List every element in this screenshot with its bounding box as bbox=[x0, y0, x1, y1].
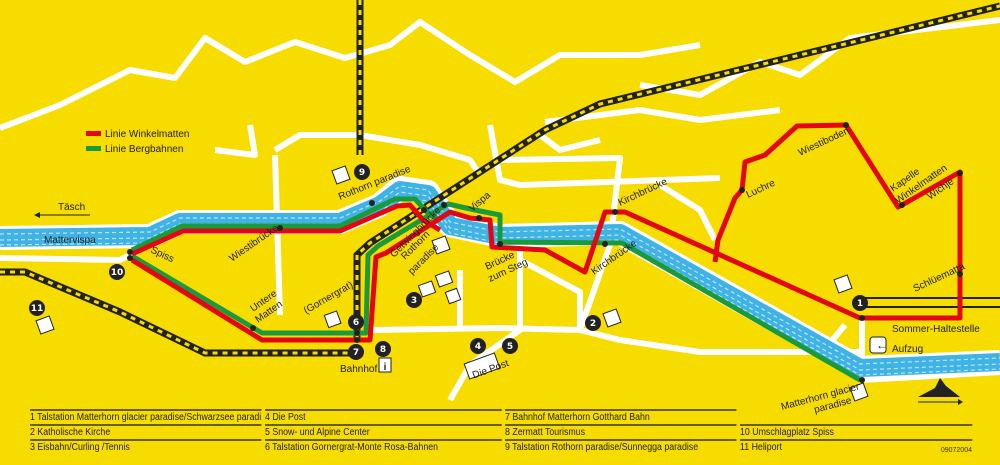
svg-text:Spiss: Spiss bbox=[149, 245, 176, 265]
map-code: 09072004 bbox=[940, 447, 972, 454]
elevator-arrow-icon bbox=[869, 336, 887, 354]
svg-text:Linie Winkelmatten: Linie Winkelmatten bbox=[105, 129, 189, 140]
funicular-icon bbox=[331, 165, 351, 185]
numbered-markers[interactable]: 1 2 3 4 5 6 7 8 9 10 11 bbox=[29, 164, 868, 360]
svg-text:9: 9 bbox=[359, 168, 365, 178]
svg-text:Linie Bergbahnen: Linie Bergbahnen bbox=[105, 144, 183, 155]
arrow-left-icon: ← bbox=[876, 338, 888, 352]
line-bergbahnen bbox=[130, 196, 862, 383]
svg-text:Sommer-Haltestelle: Sommer-Haltestelle bbox=[892, 324, 980, 335]
marker-3[interactable]: 3 bbox=[406, 292, 422, 308]
marker-6[interactable]: 6 bbox=[348, 314, 364, 330]
info-symbol: i bbox=[384, 362, 387, 373]
legend-item: 9 Talstation Rothorn paradise/Sunnegga p… bbox=[505, 439, 737, 454]
marker-11[interactable]: 11 bbox=[29, 300, 45, 316]
marker-10[interactable]: 10 bbox=[109, 264, 125, 280]
bus-stops bbox=[127, 122, 963, 383]
funicular-icon bbox=[431, 235, 451, 255]
marker-7[interactable]: 7 bbox=[348, 344, 364, 360]
marker-5[interactable]: 5 bbox=[502, 338, 518, 354]
church-icon bbox=[602, 308, 622, 328]
helicopter-icon bbox=[35, 315, 55, 335]
svg-text:5: 5 bbox=[507, 342, 513, 352]
post-icon bbox=[463, 352, 501, 380]
svg-text:7: 7 bbox=[353, 348, 359, 358]
marker-1[interactable]: 1 bbox=[852, 295, 868, 311]
legend-item: 1 Talstation Matterhorn glacier paradise… bbox=[30, 409, 262, 424]
funicular-icon bbox=[323, 310, 342, 329]
svg-text:Täsch: Täsch bbox=[58, 202, 85, 213]
svg-text:6: 6 bbox=[353, 318, 359, 328]
legend-item: 6 Talstation Gornergrat-Monte Rosa-Bahne… bbox=[265, 439, 502, 454]
tennis-icon bbox=[444, 287, 462, 305]
marker-4[interactable]: 4 bbox=[470, 338, 486, 354]
legend-item: 5 Snow- und Alpine Center bbox=[265, 424, 502, 439]
svg-text:Mattervispa: Mattervispa bbox=[44, 235, 96, 246]
marker-2[interactable]: 2 bbox=[585, 315, 601, 331]
cable-car-icon bbox=[849, 382, 869, 402]
legend-item: 11 Heliport bbox=[740, 439, 973, 454]
svg-text:Bahnhof: Bahnhof bbox=[340, 364, 377, 375]
skating-icon bbox=[417, 280, 437, 298]
legend-item: 7 Bahnhof Matterhorn Gotthard Bahn bbox=[505, 409, 737, 424]
svg-text:Aufzug: Aufzug bbox=[892, 344, 923, 355]
curling-icon bbox=[434, 270, 454, 288]
legend-item: 10 Umschlagplatz Spiss bbox=[740, 424, 973, 439]
legend-item: 4 Die Post bbox=[265, 409, 502, 424]
cable-car-icon bbox=[833, 274, 853, 294]
line-winkelmatten bbox=[130, 122, 963, 343]
poi-legend-table: 1 Talstation Matterhorn glacier paradise… bbox=[30, 409, 976, 454]
svg-text:10: 10 bbox=[111, 268, 124, 278]
svg-text:8: 8 bbox=[380, 345, 386, 355]
svg-text:Luchre: Luchre bbox=[745, 178, 778, 201]
legend-item bbox=[740, 409, 973, 422]
legend-item: 8 Zermatt Tourismus bbox=[505, 424, 737, 439]
legend-item: 2 Katholische Kirche bbox=[30, 424, 262, 439]
svg-text:(Gornergrat): (Gornergrat) bbox=[302, 280, 355, 317]
svg-text:2: 2 bbox=[590, 319, 596, 329]
marker-9[interactable]: 9 bbox=[354, 164, 370, 180]
poi-icons bbox=[35, 165, 887, 402]
map-legend: Linie Winkelmatten Linie Bergbahnen bbox=[86, 129, 189, 155]
svg-text:Wiestiboden: Wiestiboden bbox=[797, 125, 852, 158]
svg-text:4: 4 bbox=[475, 342, 481, 352]
svg-text:3: 3 bbox=[411, 296, 417, 306]
svg-text:11: 11 bbox=[31, 304, 44, 314]
railways bbox=[0, 0, 1000, 357]
map-labels: Täsch Mattervispa Spiss Wiestibrücke Unt… bbox=[44, 125, 980, 415]
svg-text:1: 1 bbox=[857, 299, 863, 309]
marker-8[interactable]: 8 bbox=[375, 341, 391, 357]
legend-item: 3 Eisbahn/Curling /Tennis bbox=[30, 439, 262, 454]
mountain-outlines bbox=[0, 17, 1000, 158]
matterhorn-icon bbox=[918, 378, 960, 397]
roads bbox=[0, 124, 1000, 402]
info-icon bbox=[378, 357, 392, 373]
